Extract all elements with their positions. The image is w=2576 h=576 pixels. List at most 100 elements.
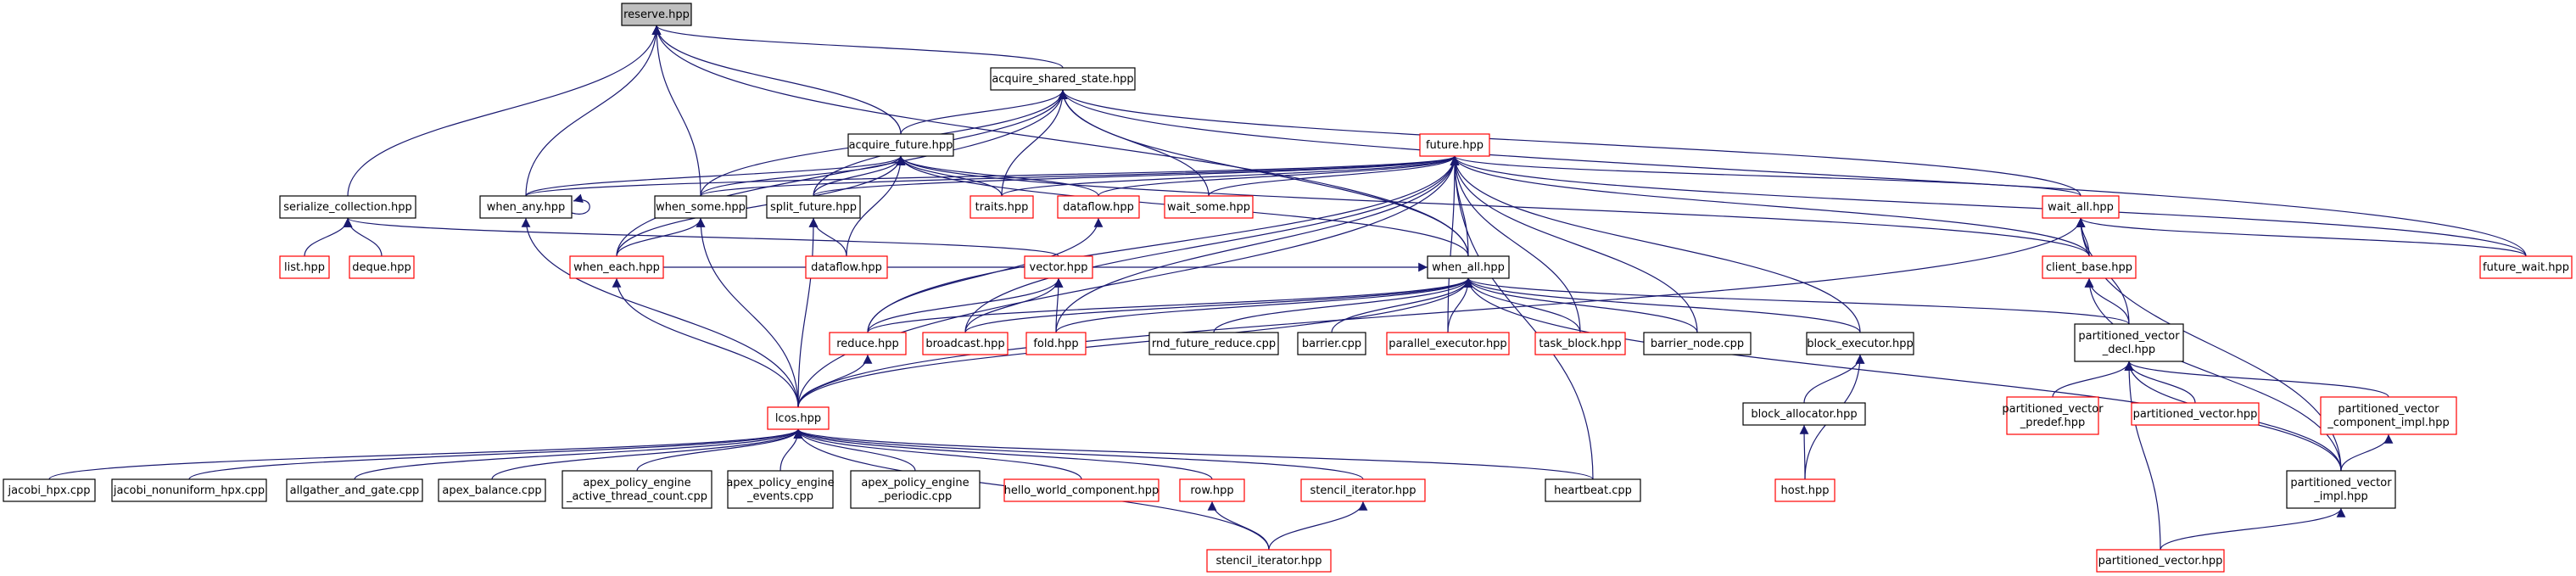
edge-when_some-to-future [700, 155, 1459, 197]
node-stencil-iterator[interactable]: stencil_iterator.hpp [1300, 478, 1426, 502]
node-label: barrier.cpp [1302, 338, 1361, 350]
node-wait-all[interactable]: wait_all.hpp [2042, 195, 2120, 219]
node-box [1643, 332, 1752, 355]
node-acquire-shared-state[interactable]: acquire_shared_state.hpp [990, 67, 1136, 91]
node-box [1419, 133, 1490, 157]
edge-split_future-to-future [813, 155, 1460, 197]
node-pv-predef[interactable]: partitioned_vector_predef.hpp [2002, 396, 2104, 435]
node-apex-balance[interactable]: apex_balance.cpp [438, 478, 546, 502]
edge-dataflow_hpp-to-future [1098, 155, 1460, 197]
node-box [2286, 470, 2396, 509]
node-broadcast[interactable]: broadcast.hpp [922, 332, 1009, 355]
node-pv-decl[interactable]: partitioned_vector_decl.hpp [2074, 323, 2184, 362]
node-box [279, 255, 330, 279]
edge-fold-to-vector [1053, 277, 1064, 333]
node-box [2096, 549, 2225, 573]
node-label: future.hpp [1426, 139, 1484, 152]
edge-pv_impl-to-when_all [1463, 277, 2342, 472]
node-label: acquire_future.hpp [849, 139, 953, 152]
node-heartbeat[interactable]: heartbeat.cpp [1545, 478, 1641, 502]
edge-when_any-to-when_any [571, 193, 590, 215]
node-box [479, 195, 573, 219]
edge-fold-to-future [1055, 155, 1460, 333]
node-label: _impl.hpp [2313, 490, 2368, 503]
node-vector[interactable]: vector.hpp [1024, 255, 1093, 279]
node-block-allocator[interactable]: block_allocator.hpp [1742, 402, 1866, 426]
node-stencil-iterator-2[interactable]: stencil_iterator.hpp [1206, 549, 1332, 573]
node-barrier-cpp[interactable]: barrier.cpp [1297, 332, 1366, 355]
node-hello-world[interactable]: hello_world_component.hpp [1003, 478, 1159, 502]
node-label: when_any.hpp [487, 201, 566, 214]
node-host[interactable]: host.hpp [1774, 478, 1836, 502]
edge-list-to-serialize_collection [304, 217, 353, 257]
node-label: host.hpp [1781, 484, 1830, 497]
node-future-wait[interactable]: future_wait.hpp [2479, 255, 2573, 279]
node-task-block[interactable]: task_block.hpp [1534, 332, 1626, 355]
node-box [1742, 402, 1866, 426]
node-future[interactable]: future.hpp [1419, 133, 1490, 157]
node-label: partitioned_vector [2290, 477, 2392, 489]
node-box [1003, 478, 1159, 502]
node-serialize-collection[interactable]: serialize_collection.hpp [279, 195, 416, 219]
node-when-all[interactable]: when_all.hpp [1427, 255, 1510, 279]
edge-reduce-to-vector [867, 277, 1064, 333]
node-allgather[interactable]: allgather_and_gate.cpp [286, 478, 423, 502]
node-barrier-node[interactable]: barrier_node.cpp [1643, 332, 1752, 355]
edge-stencil_iterator_2-to-row [1207, 501, 1270, 551]
node-label: fold.hpp [1033, 338, 1078, 350]
node-client-base[interactable]: client_base.hpp [2042, 255, 2137, 279]
node-list[interactable]: list.hpp [279, 255, 330, 279]
node-box [1427, 255, 1510, 279]
node-dataflow-2[interactable]: dataflow.hpp [805, 255, 888, 279]
node-jacobi-nonuniform[interactable]: jacobi_nonuniform_hpx.cpp [111, 478, 267, 502]
node-traits[interactable]: traits.hpp [969, 195, 1034, 219]
node-box [1806, 332, 1914, 355]
node-acquire-future[interactable]: acquire_future.hpp [847, 133, 954, 157]
edge-lcos-to-split_future [797, 217, 819, 408]
node-dataflow-hpp[interactable]: dataflow.hpp [1057, 195, 1140, 219]
node-pv-comp-impl[interactable]: partitioned_vector_component_impl.hpp [2320, 396, 2457, 435]
node-box [2042, 195, 2120, 219]
node-pv-impl[interactable]: partitioned_vector_impl.hpp [2286, 470, 2396, 509]
node-pv-hpp[interactable]: partitioned_vector.hpp [2131, 402, 2260, 426]
node-rnd-future-reduce[interactable]: rnd_future_reduce.cpp [1148, 332, 1279, 355]
node-deque[interactable]: deque.hpp [349, 255, 415, 279]
node-label: allgather_and_gate.cpp [290, 484, 420, 497]
node-box [847, 133, 954, 157]
node-box [2479, 255, 2573, 279]
edge-task_block-to-future [1450, 155, 1581, 333]
node-label: apex_policy_engine [583, 477, 690, 489]
node-when-each[interactable]: when_each.hpp [569, 255, 664, 279]
node-box [1148, 332, 1279, 355]
edge-lcos-to-when_some [696, 217, 799, 408]
node-reduce[interactable]: reduce.hpp [829, 332, 907, 355]
edge-barrier_node-to-future [1450, 155, 1698, 333]
node-apex-active[interactable]: apex_policy_engine_active_thread_count.c… [562, 470, 712, 509]
node-label: wait_all.hpp [2048, 201, 2114, 214]
node-label: when_each.hpp [573, 261, 660, 274]
edge-when_all-to-future [1450, 155, 1469, 257]
node-label: hello_world_component.hpp [1004, 484, 1159, 497]
node-label: future_wait.hpp [2483, 261, 2569, 274]
node-when-some[interactable]: when_some.hpp [654, 195, 747, 219]
node-lcos[interactable]: lcos.hpp [767, 406, 830, 430]
edge-vector-to-serialize_collection [344, 217, 1059, 257]
node-row[interactable]: row.hpp [1179, 478, 1245, 502]
node-split-future[interactable]: split_future.hpp [766, 195, 861, 219]
node-when-any[interactable]: when_any.hpp [479, 195, 573, 219]
edge-broadcast-to-when_all [964, 277, 1473, 333]
node-box [990, 67, 1136, 91]
node-box [2042, 255, 2137, 279]
node-wait-some[interactable]: wait_some.hpp [1164, 195, 1254, 219]
node-block-executor[interactable]: block_executor.hpp [1806, 332, 1914, 355]
node-fold[interactable]: fold.hpp [1025, 332, 1087, 355]
node-apex-events[interactable]: apex_policy_engine_events.cpp [726, 470, 835, 509]
node-parallel-executor[interactable]: parallel_executor.hpp [1386, 332, 1510, 355]
node-pv-hpp-2[interactable]: partitioned_vector.hpp [2096, 549, 2225, 573]
node-box [654, 195, 747, 219]
node-jacobi-hpx[interactable]: jacobi_hpx.cpp [3, 478, 96, 502]
node-apex-periodic[interactable]: apex_policy_engine_periodic.cpp [850, 470, 981, 509]
node-reserve[interactable]: reserve.hpp [621, 3, 692, 26]
edge-apex_balance-to-lcos [491, 428, 803, 480]
